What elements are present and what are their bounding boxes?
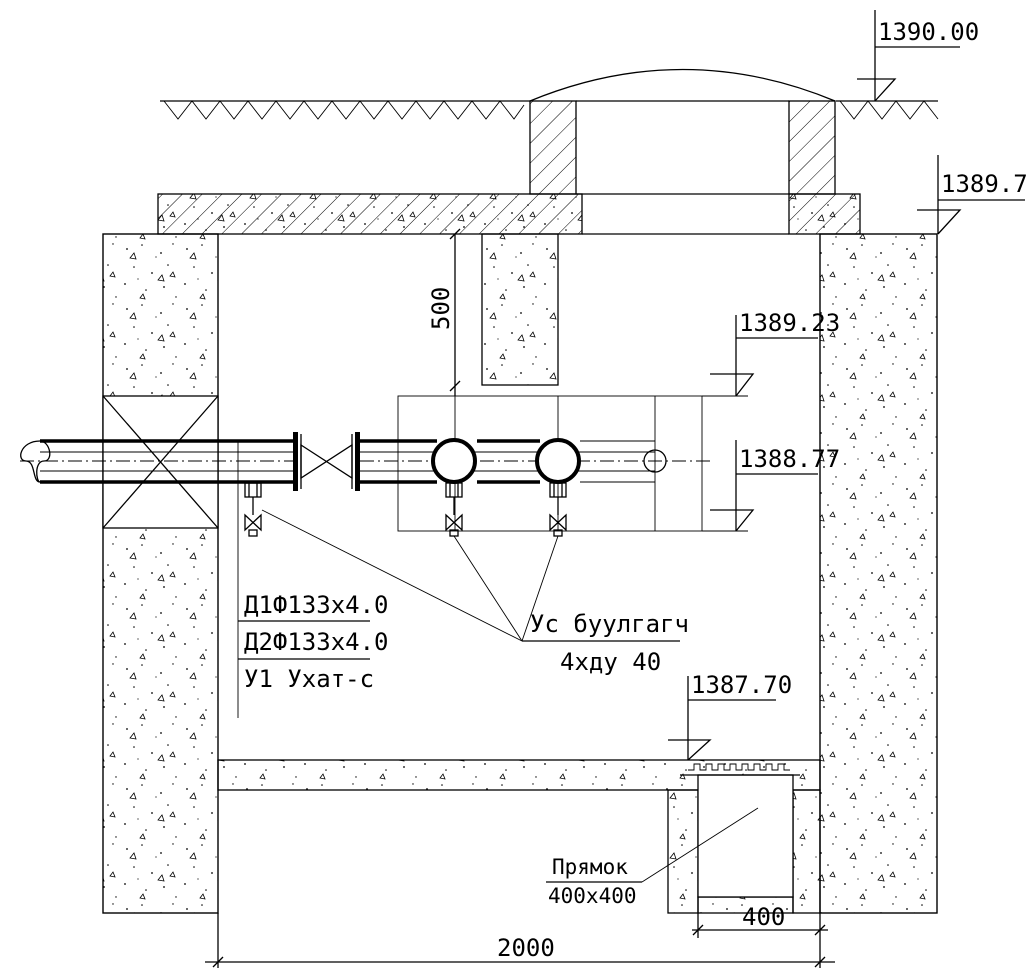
dimension-400: 400	[692, 903, 828, 938]
elevation-marker-icon	[917, 209, 962, 235]
cover-slab	[157, 193, 861, 235]
cross-pipe-1	[431, 438, 477, 484]
elevation-label-pipe-top: 1389.23	[739, 309, 840, 337]
dimension-2000: 2000	[205, 913, 835, 968]
drain-fitting-icon	[549, 482, 567, 537]
dimension-label-2000: 2000	[497, 934, 555, 962]
elevation-slab: 1389.70	[917, 155, 1027, 235]
pit-label-2: 400x400	[548, 884, 637, 908]
pipeline	[20, 432, 710, 491]
elevation-marker-icon	[857, 78, 897, 102]
elevation-label-pipe-center: 1388.77	[739, 445, 840, 473]
elevation-pipe-top: 1389.23	[710, 309, 840, 397]
pit-grating	[688, 763, 790, 771]
elevation-pipe-center: 1388.77	[710, 440, 840, 532]
support-label-2: 4xду 40	[560, 648, 661, 676]
manhole-neck	[529, 68, 836, 195]
elevation-ground: 1390.00	[857, 10, 979, 102]
elevation-label-floor: 1387.70	[691, 671, 792, 699]
slab-beam	[481, 233, 559, 386]
dimension-500: 500	[427, 228, 461, 396]
elevation-marker-icon	[710, 509, 755, 532]
drain-fitting-icon	[445, 482, 463, 537]
elevation-label-ground: 1390.00	[878, 18, 979, 46]
pipe-end-icon	[643, 449, 667, 473]
pipe-label-3: У1 Ухат-с	[244, 665, 374, 693]
valve-icon	[300, 443, 353, 480]
pit-opening	[697, 774, 794, 898]
drain-fittings	[244, 482, 567, 537]
elevation-label-slab: 1389.70	[941, 170, 1027, 198]
chamber-walls	[102, 233, 938, 914]
elevation-floor: 1387.70	[668, 671, 792, 761]
drain-fitting-icon	[244, 482, 262, 537]
elevation-marker-icon	[668, 739, 712, 761]
cross-pipe-2	[535, 438, 581, 484]
ground-surface	[160, 100, 939, 120]
dimension-label-400: 400	[742, 903, 785, 931]
pipe-break-icon	[20, 440, 51, 483]
pipe-label-2: Д2Ф133x4.0	[244, 628, 389, 656]
right-wall	[819, 233, 938, 914]
pipe-callout: Д1Ф133x4.0 Д2Ф133x4.0 У1 Ухат-с	[237, 441, 389, 718]
left-wall	[102, 233, 219, 914]
pit-label-1: Прямок	[552, 855, 628, 879]
dimension-label-500: 500	[427, 287, 455, 330]
chamber-floor	[217, 759, 821, 914]
support-callout: Ус буулгагч 4xду 40	[261, 509, 689, 676]
support-label-1: Ус буулгагч	[530, 610, 689, 638]
pit-callout: Прямок 400x400	[546, 807, 759, 908]
elevation-marker-icon	[710, 373, 755, 397]
pipe-label-1: Д1Ф133x4.0	[244, 591, 389, 619]
